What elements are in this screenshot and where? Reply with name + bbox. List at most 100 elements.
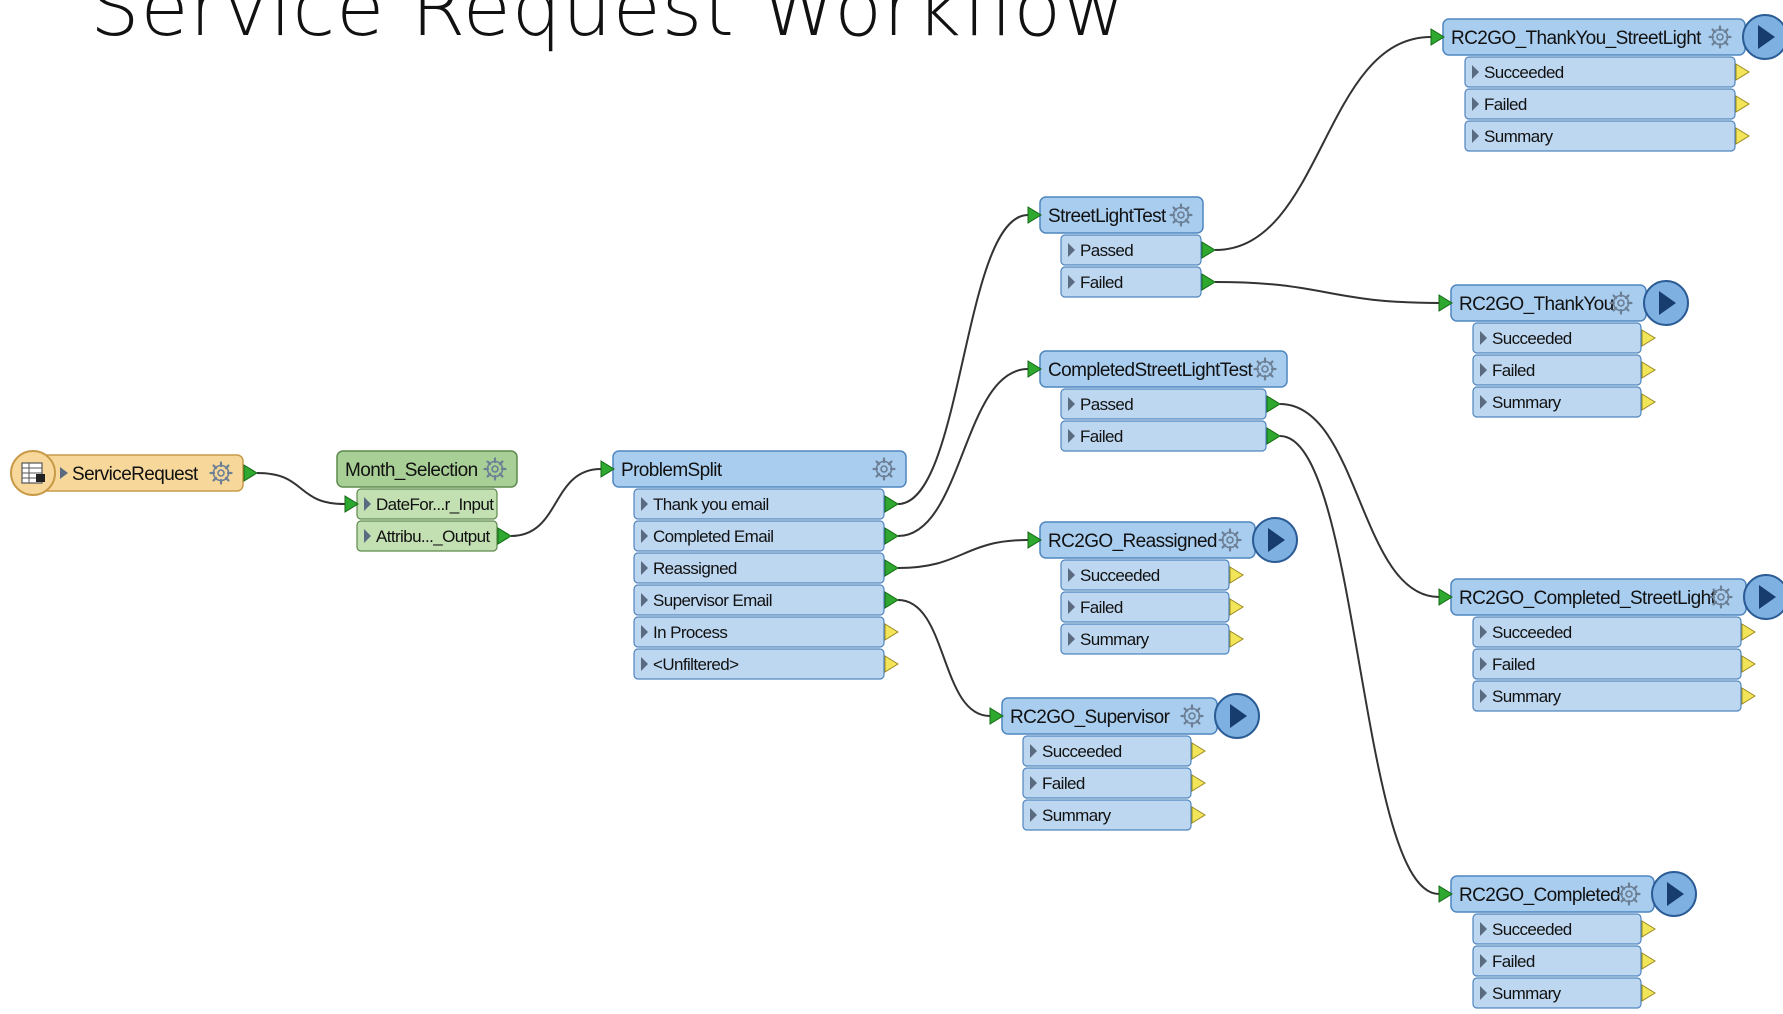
unused-output-icon[interactable] [1641, 952, 1656, 970]
node-header[interactable] [336, 450, 518, 488]
expand-icon[interactable] [1068, 275, 1075, 289]
input-port-icon[interactable] [1027, 531, 1042, 549]
run-button[interactable] [1742, 14, 1783, 60]
input-port-icon[interactable] [600, 460, 615, 478]
port-in-process[interactable]: In Process [633, 616, 899, 648]
expand-icon[interactable] [1068, 429, 1075, 443]
expand-icon[interactable] [641, 593, 648, 607]
expand-icon[interactable] [364, 529, 371, 543]
connection-line[interactable] [510, 468, 602, 537]
unused-output-icon[interactable] [1735, 127, 1750, 145]
expand-icon[interactable] [1480, 986, 1487, 1000]
expand-icon[interactable] [1480, 954, 1487, 968]
gear-icon[interactable] [1708, 25, 1732, 49]
expand-icon[interactable] [1030, 744, 1037, 758]
unused-output-icon[interactable] [1735, 63, 1750, 81]
expand-icon[interactable] [1068, 243, 1075, 257]
port-thank-you-email[interactable]: Thank you email [633, 488, 899, 520]
unused-output-icon[interactable] [1229, 630, 1244, 648]
connection-line[interactable] [1279, 403, 1440, 598]
output-port-icon[interactable] [884, 591, 899, 609]
unused-output-icon[interactable] [1191, 774, 1206, 792]
expand-icon[interactable] [641, 497, 648, 511]
unused-output-icon[interactable] [1191, 806, 1206, 824]
expand-icon[interactable] [1068, 568, 1075, 582]
port-failed[interactable]: Failed [1060, 591, 1244, 623]
expand-icon[interactable] [1480, 331, 1487, 345]
input-port-icon[interactable] [344, 495, 359, 513]
gear-icon[interactable] [1218, 528, 1242, 552]
connection-line[interactable] [1214, 281, 1440, 304]
gear-icon[interactable] [872, 457, 896, 481]
unused-output-icon[interactable] [884, 655, 899, 673]
gear-icon[interactable] [1169, 203, 1193, 227]
run-button[interactable] [1252, 517, 1298, 563]
output-port-icon[interactable] [497, 527, 512, 545]
expand-icon[interactable] [641, 625, 648, 639]
output-port-icon[interactable] [1266, 395, 1281, 413]
input-port-icon[interactable] [989, 707, 1004, 725]
gear-icon[interactable] [1709, 585, 1733, 609]
unused-output-icon[interactable] [1641, 920, 1656, 938]
output-port-icon[interactable] [243, 464, 258, 482]
port-failed[interactable]: Failed [1472, 354, 1656, 386]
node-rc2go-completed-streetlight[interactable]: RC2GO_Completed_StreetLightSucceededFail… [1438, 574, 1783, 712]
expand-icon[interactable] [1068, 397, 1075, 411]
unused-output-icon[interactable] [1641, 329, 1656, 347]
unused-output-icon[interactable] [1735, 95, 1750, 113]
expand-icon[interactable] [641, 657, 648, 671]
expand-icon[interactable] [1480, 689, 1487, 703]
gear-icon[interactable] [1180, 704, 1204, 728]
expand-icon[interactable] [1480, 395, 1487, 409]
port-passed[interactable]: Passed [1060, 234, 1216, 266]
input-port-icon[interactable] [1438, 588, 1453, 606]
port-succeeded[interactable]: Succeeded [1060, 559, 1244, 591]
port-summary[interactable]: Summary [1472, 977, 1656, 1009]
expand-icon[interactable] [1480, 625, 1487, 639]
port-succeeded[interactable]: Succeeded [1022, 735, 1206, 767]
unused-output-icon[interactable] [1641, 361, 1656, 379]
output-port-icon[interactable] [1201, 273, 1216, 291]
gear-icon[interactable] [1609, 291, 1633, 315]
connection-line[interactable] [1214, 36, 1432, 251]
output-port-icon[interactable] [884, 527, 899, 545]
expand-icon[interactable] [1480, 363, 1487, 377]
port-succeeded[interactable]: Succeeded [1472, 322, 1656, 354]
run-button[interactable] [1651, 871, 1697, 917]
port-completed-email[interactable]: Completed Email [633, 520, 899, 552]
port-succeeded[interactable]: Succeeded [1464, 56, 1750, 88]
port-summary[interactable]: Summary [1472, 680, 1756, 712]
expand-icon[interactable] [641, 561, 648, 575]
unused-output-icon[interactable] [1229, 566, 1244, 584]
port-reassigned[interactable]: Reassigned [633, 552, 899, 584]
port-unfiltered[interactable]: <Unfiltered> [633, 648, 899, 680]
connection-line[interactable] [897, 539, 1029, 569]
port-supervisor-email[interactable]: Supervisor Email [633, 584, 899, 616]
expand-icon[interactable] [1472, 65, 1479, 79]
expand-icon[interactable] [60, 467, 68, 479]
expand-icon[interactable] [1030, 776, 1037, 790]
unused-output-icon[interactable] [1641, 984, 1656, 1002]
expand-icon[interactable] [1480, 922, 1487, 936]
output-port-icon[interactable] [884, 495, 899, 513]
port-failed[interactable]: Failed [1464, 88, 1750, 120]
node-month-selection[interactable]: Month_SelectionDateFor...r_InputAttribu.… [336, 450, 518, 552]
unused-output-icon[interactable] [1229, 598, 1244, 616]
port-attribu-output[interactable]: Attribu..._Output [356, 520, 512, 552]
port-summary[interactable]: Summary [1060, 623, 1244, 655]
unused-output-icon[interactable] [1741, 655, 1756, 673]
gear-icon[interactable] [1617, 882, 1641, 906]
port-failed[interactable]: Failed [1472, 648, 1756, 680]
output-port-icon[interactable] [1201, 241, 1216, 259]
expand-icon[interactable] [1068, 600, 1075, 614]
unused-output-icon[interactable] [1741, 623, 1756, 641]
expand-icon[interactable] [1472, 97, 1479, 111]
port-failed[interactable]: Failed [1060, 266, 1216, 298]
run-button[interactable] [1214, 693, 1260, 739]
input-port-icon[interactable] [1430, 28, 1445, 46]
